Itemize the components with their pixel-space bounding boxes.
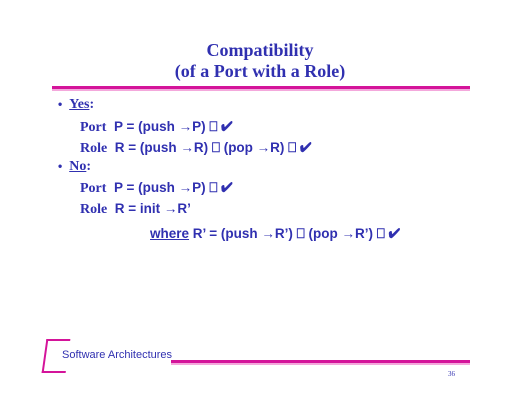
- footer-divider: [171, 360, 470, 363]
- yes-port-expression: P = (push →P) ⎕ ✔: [113, 119, 233, 134]
- yes-role-label: Role: [80, 141, 108, 156]
- yes-label: Yes: [69, 97, 90, 112]
- yes-role-expression: R = (push →R) ⎕ (pop →R) ⎕ ✔: [114, 140, 312, 155]
- no-label: No: [69, 159, 87, 174]
- where-line: where R’ = (push →R’) ⎕ (pop →R’) ⎕ ✔: [150, 226, 400, 243]
- no-port-expression: P = (push →P) ⎕ ✔: [113, 180, 233, 195]
- title-divider-shadow: [52, 89, 470, 91]
- title-line-2: (of a Port with a Role): [174, 61, 346, 81]
- where-expression: R’ = (push →R’) ⎕ (pop →R’) ⎕ ✔: [189, 226, 401, 241]
- yes-bullet: • Yes :: [58, 97, 94, 113]
- footer-divider-shadow: [171, 363, 470, 365]
- where-label: where: [150, 226, 190, 241]
- no-port-line: Port P = (push →P) ⎕ ✔: [80, 180, 233, 197]
- title-divider: [52, 86, 470, 89]
- title-line-1: Compatibility: [206, 40, 314, 60]
- no-port-label: Port: [80, 181, 107, 196]
- yes-colon: :: [89, 97, 95, 112]
- bullet-dot-icon: •: [58, 159, 63, 173]
- no-role-line: Role R = init →R’: [80, 201, 191, 218]
- no-role-expression: R = init →R’: [114, 201, 191, 216]
- footer-course-title: Software Architectures: [62, 349, 173, 361]
- bullet-dot-icon: •: [58, 97, 63, 111]
- yes-port-line: Port P = (push →P) ⎕ ✔: [80, 119, 233, 136]
- yes-role-line: Role R = (push →R) ⎕ (pop →R) ⎕ ✔: [80, 140, 311, 157]
- page-number: 36: [448, 370, 455, 378]
- no-bullet: • No :: [58, 159, 91, 175]
- yes-port-label: Port: [80, 120, 107, 135]
- no-colon: :: [86, 159, 91, 174]
- no-role-label: Role: [80, 202, 108, 217]
- slide-title: Compatibility (of a Port with a Role): [0, 40, 520, 82]
